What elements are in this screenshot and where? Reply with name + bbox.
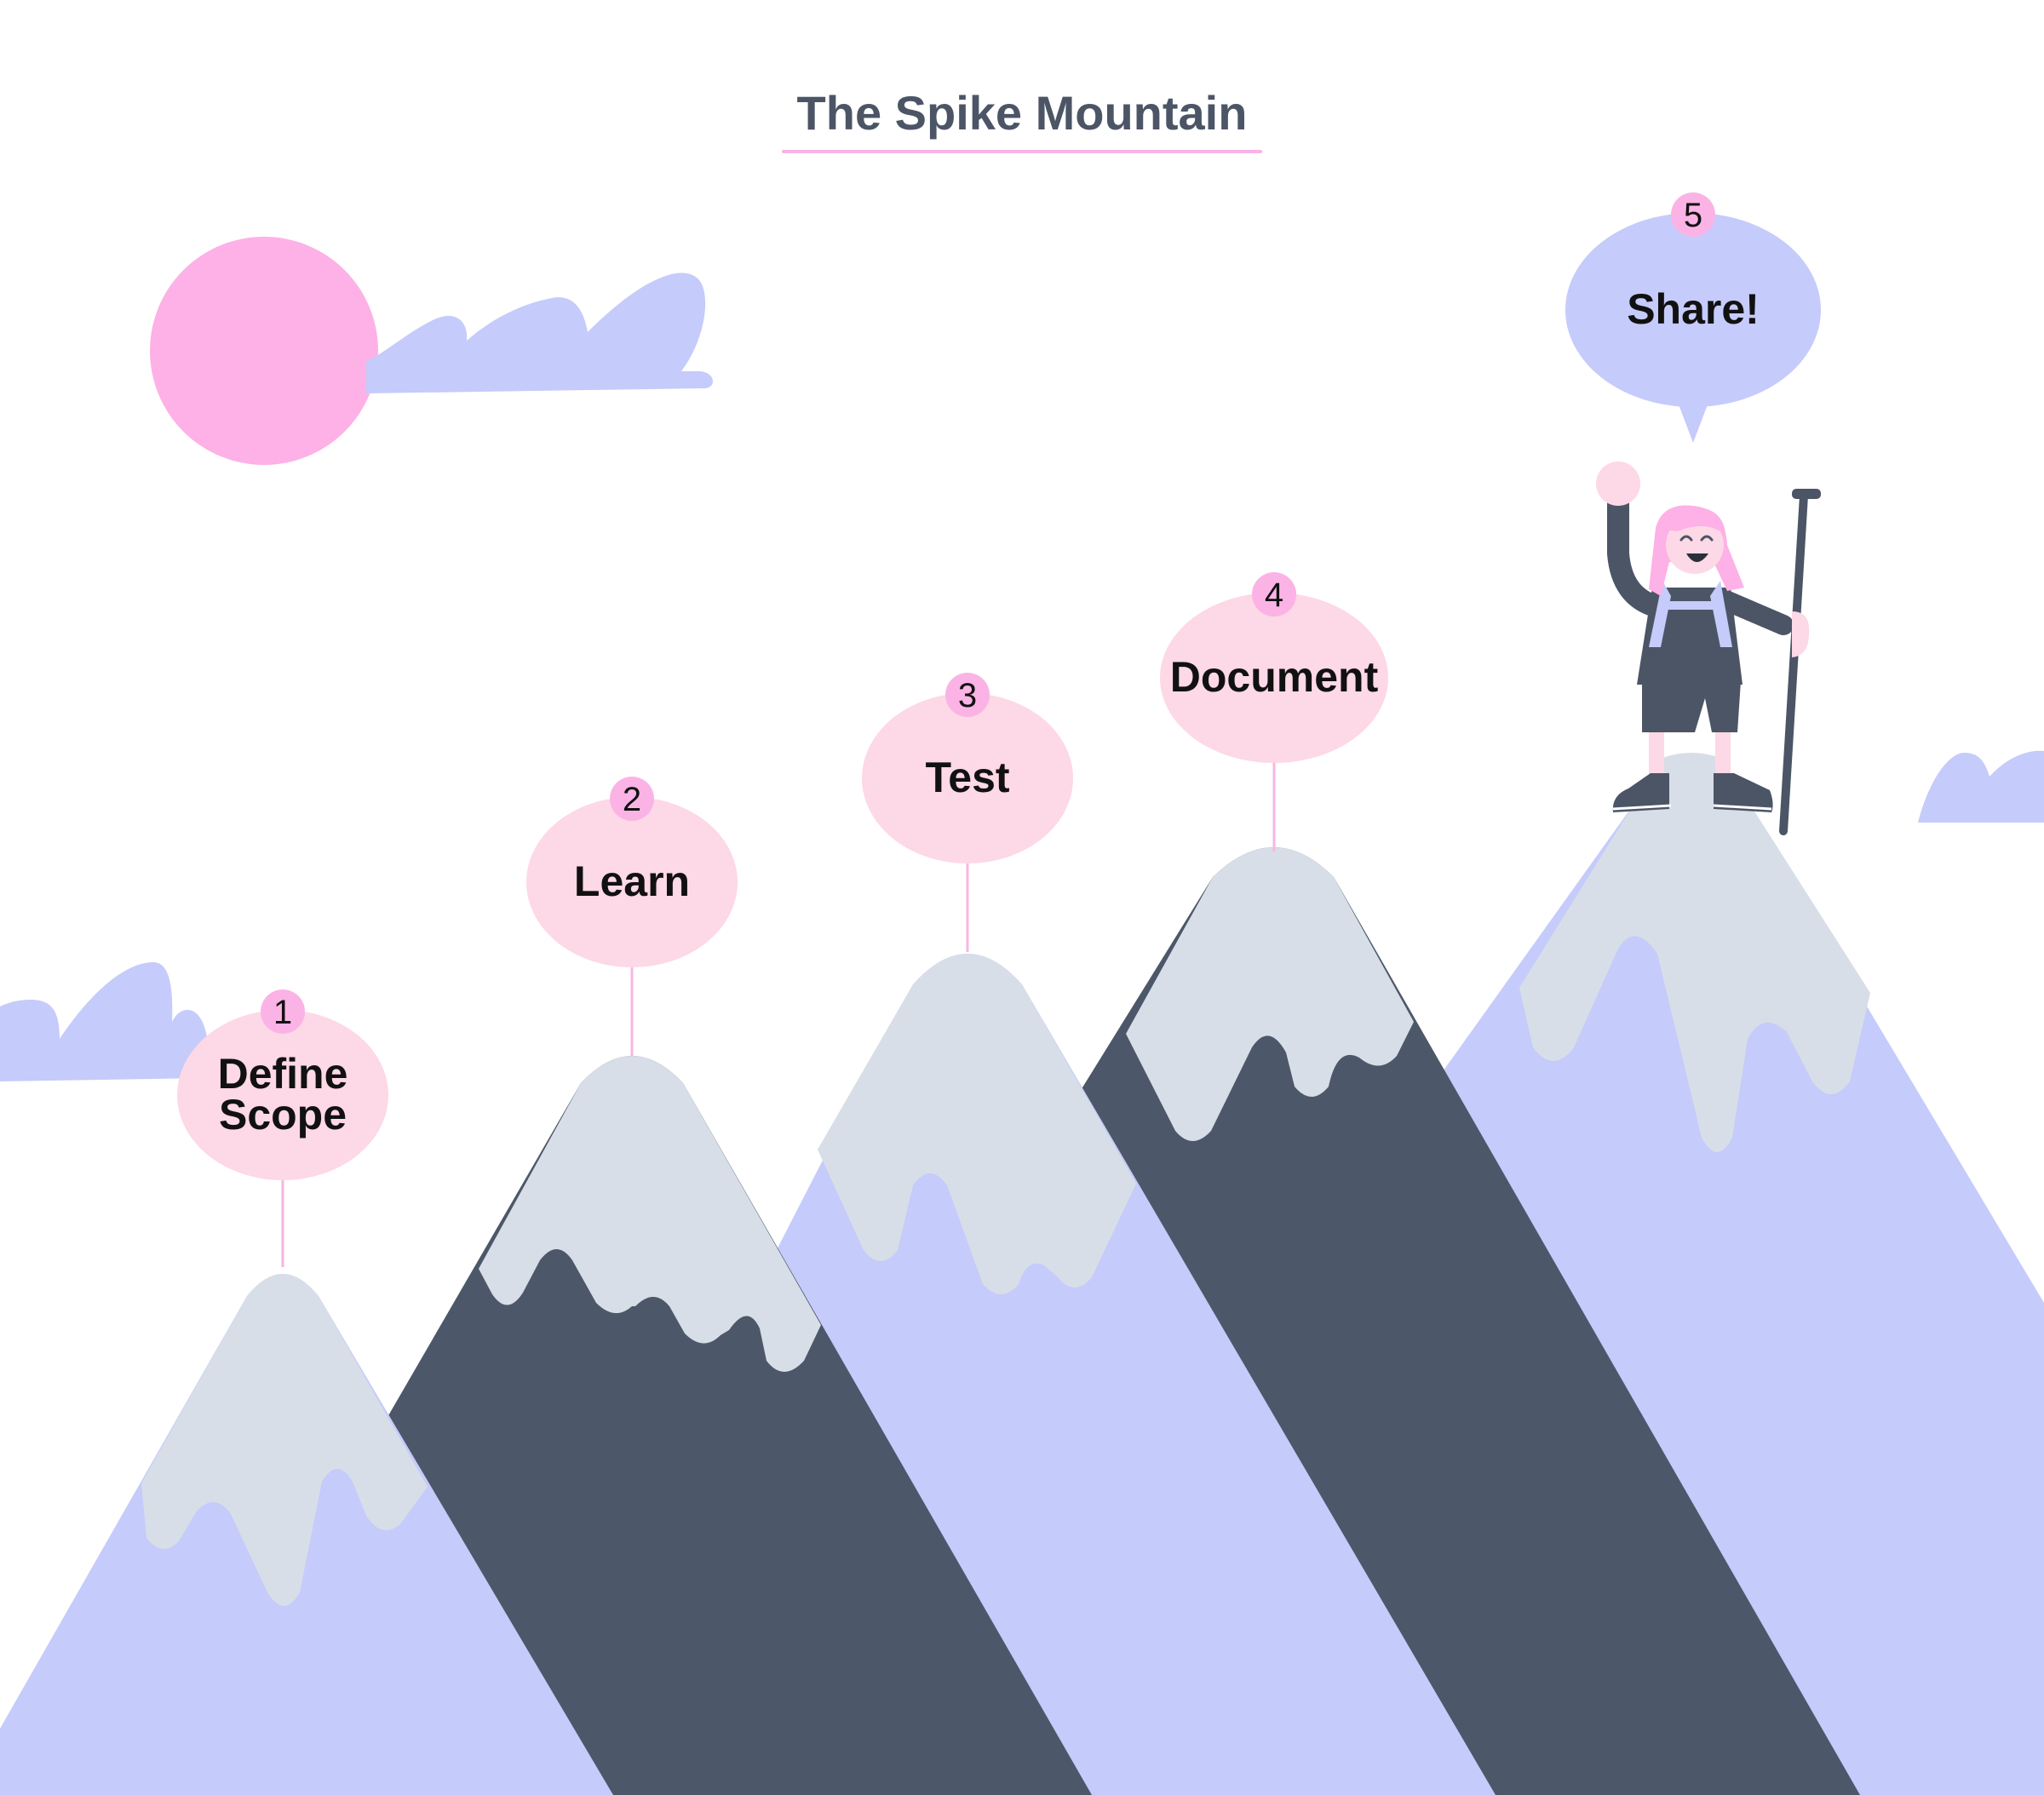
step-5-number-badge bbox=[1671, 192, 1715, 237]
step-4-number-badge bbox=[1252, 572, 1296, 616]
climber-illustration bbox=[1596, 462, 1821, 835]
step-3-label: Test bbox=[925, 754, 1009, 801]
step-5-bubble bbox=[1565, 213, 1821, 407]
mountain-4-snowcap bbox=[1126, 847, 1414, 1141]
cloud-icon bbox=[1918, 750, 2044, 823]
step-1-number-badge bbox=[261, 989, 305, 1034]
mountain-2 bbox=[375, 1056, 1092, 1795]
sun-icon bbox=[150, 237, 378, 465]
step-2-bubble bbox=[526, 797, 738, 967]
mountain-3-snowcap bbox=[818, 954, 1136, 1294]
cloud-icon bbox=[0, 962, 209, 1081]
step-4-bubble bbox=[1160, 593, 1388, 763]
step-4-label: Document bbox=[1170, 653, 1379, 701]
mountain-5-snowcap bbox=[1519, 753, 1870, 1152]
step-2-number: 2 bbox=[623, 781, 641, 818]
step-4-number: 4 bbox=[1265, 576, 1283, 614]
climber-raised-hand bbox=[1596, 462, 1640, 506]
step-2-number-badge bbox=[610, 777, 654, 821]
step-1-bubble bbox=[177, 1010, 388, 1180]
trekking-pole-icon bbox=[1779, 489, 1821, 835]
title-block: The Spike Mountain bbox=[782, 86, 1262, 153]
step-3-number: 3 bbox=[958, 677, 977, 714]
step-5-label: Share! bbox=[1627, 285, 1760, 333]
step-5-number: 5 bbox=[1684, 197, 1702, 234]
mountain-2-snowcap bbox=[479, 1056, 821, 1372]
title-underline bbox=[782, 150, 1262, 153]
step-2-label: Learn bbox=[574, 857, 690, 905]
step-1-number: 1 bbox=[273, 994, 292, 1031]
mountain-1 bbox=[0, 1274, 613, 1795]
mountain-1-snowcap bbox=[141, 1274, 428, 1606]
cloud-icon bbox=[366, 272, 714, 393]
connector-lines bbox=[281, 763, 1276, 1267]
step-3-number-badge bbox=[945, 673, 990, 717]
step-3-bubble bbox=[862, 693, 1073, 863]
page-title: The Spike Mountain bbox=[797, 86, 1248, 140]
step-1-label: Scope bbox=[219, 1091, 347, 1138]
step-1-label: Define bbox=[218, 1050, 348, 1098]
